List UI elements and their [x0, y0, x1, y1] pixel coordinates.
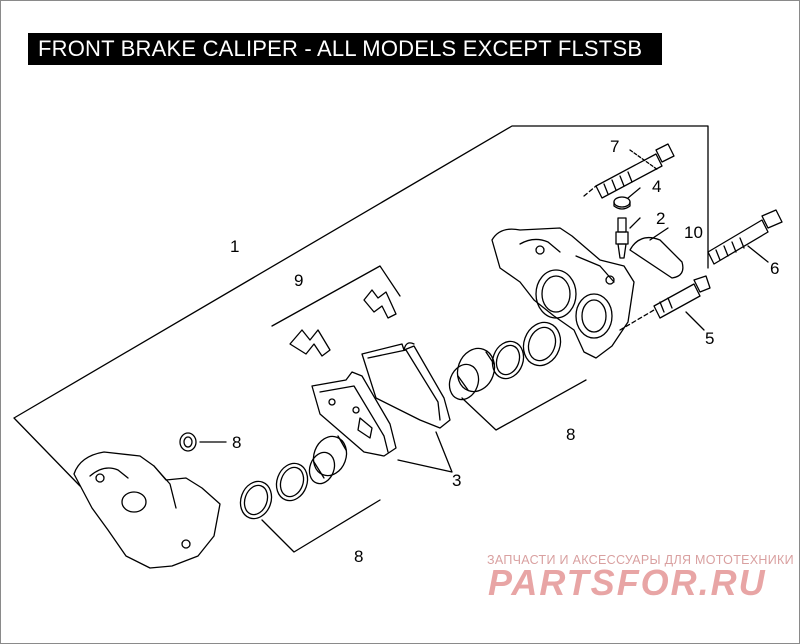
- plate-10: [629, 236, 684, 279]
- bolt-6: [707, 209, 783, 265]
- caliper-upper-half: [491, 227, 635, 359]
- brake-pad-front: [311, 371, 397, 457]
- callout-8-upper: 8: [566, 425, 575, 444]
- leader-6: [747, 245, 769, 263]
- diagram-title: FRONT BRAKE CALIPER - ALL MODELS EXCEPT …: [28, 33, 662, 65]
- callout-8-bushing: 8: [232, 433, 241, 452]
- piston-upper: [448, 347, 496, 401]
- leader-3: [397, 431, 453, 473]
- callout-6: 6: [770, 259, 779, 278]
- leader-4: [627, 187, 641, 199]
- seals-upper: [491, 321, 562, 380]
- callout-3: 3: [452, 471, 461, 490]
- seals-lower: [239, 462, 309, 520]
- leader-5: [685, 311, 705, 331]
- bracket-8-lower: [261, 499, 381, 553]
- bleeder-valve-2: [615, 217, 629, 259]
- callout-2: 2: [656, 209, 665, 228]
- piston-lower: [308, 435, 348, 485]
- caliper-lower-half: [73, 451, 221, 569]
- watermark-logo: PARTSFOR.RU: [488, 562, 767, 603]
- callout-4: 4: [652, 177, 661, 196]
- callout-7: 7: [610, 137, 619, 156]
- pad-clip-right: [363, 289, 397, 319]
- bracket-1: [13, 125, 709, 487]
- leader-2: [629, 217, 641, 229]
- callout-8-lower: 8: [354, 547, 363, 566]
- bolt-7: [583, 143, 675, 199]
- callout-10: 10: [684, 223, 703, 242]
- watermark-subtitle: ЗАПЧАСТИ И АКСЕССУАРЫ ДЛЯ МОТОТЕХНИКИ: [487, 553, 794, 567]
- brake-pad-rear: [361, 342, 451, 429]
- bleeder-cap-4: [613, 196, 631, 210]
- callout-1: 1: [230, 237, 239, 256]
- pad-clip-left: [289, 329, 331, 357]
- bracket-9: [271, 265, 401, 327]
- bracket-8-upper: [461, 379, 587, 431]
- callout-5: 5: [705, 329, 714, 348]
- callout-9: 9: [294, 271, 303, 290]
- bushing-8: [179, 432, 197, 452]
